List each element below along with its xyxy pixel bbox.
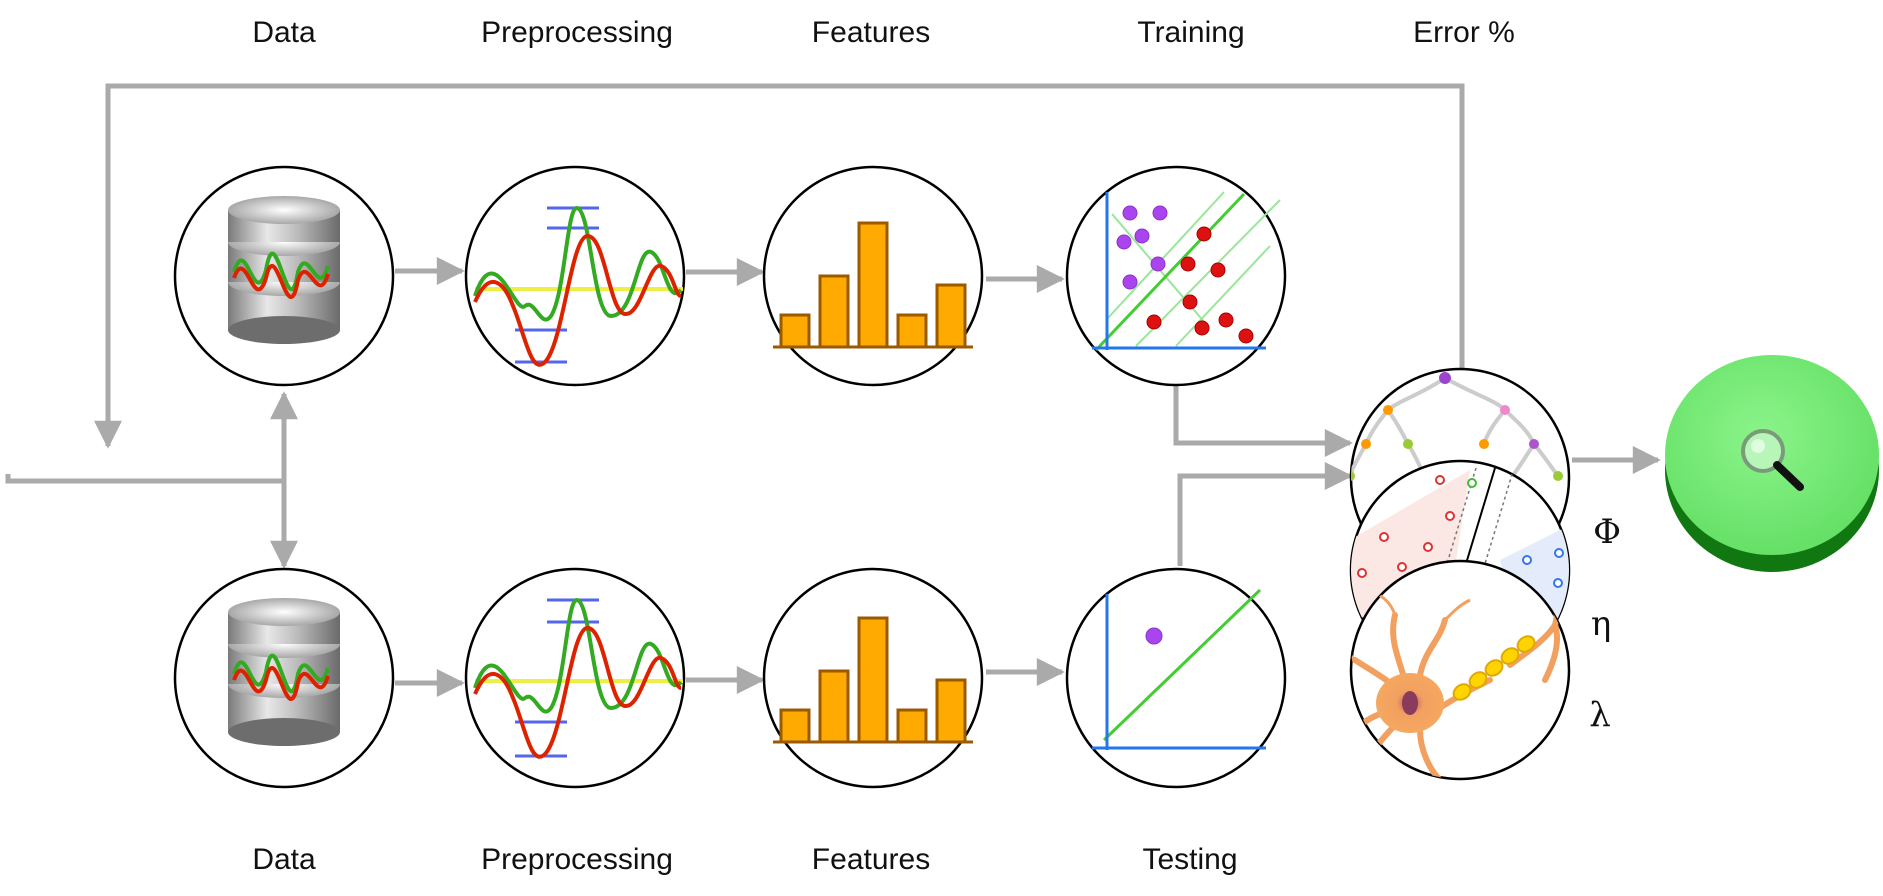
label-preprocessing-top: Preprocessing: [481, 16, 673, 49]
label-data-top: Data: [252, 16, 316, 49]
label-training: Training: [1137, 16, 1245, 49]
classification-scatter-icon: [1065, 165, 1287, 387]
signal-chart-icon: [464, 567, 686, 789]
database-icon: [173, 567, 395, 789]
testing-scatter-icon: [1065, 567, 1287, 789]
magnifier-result-icon: [1665, 355, 1879, 572]
arrow-testing-model: [1177, 462, 1353, 566]
feature-histogram-icon: [762, 567, 984, 789]
param-phi: Φ: [1593, 512, 1621, 552]
param-eta: η: [1590, 604, 1612, 644]
input-line: [5, 474, 284, 484]
arrow-training-model: [1173, 386, 1353, 457]
label-preprocessing-bottom: Preprocessing: [481, 843, 673, 876]
label-features-top: Features: [811, 16, 931, 49]
label-testing: Testing: [1142, 843, 1238, 876]
label-data-bottom: Data: [252, 843, 316, 876]
database-icon: [173, 165, 395, 387]
label-error: Error %: [1413, 16, 1515, 49]
connectors: [5, 83, 1661, 697]
feedback-arrow: [94, 83, 1465, 449]
param-lambda: λ: [1589, 695, 1611, 735]
neuron-icon: [1349, 559, 1571, 781]
label-features-bottom: Features: [811, 843, 931, 876]
feature-histogram-icon: [762, 165, 984, 387]
signal-chart-icon: [464, 165, 686, 387]
